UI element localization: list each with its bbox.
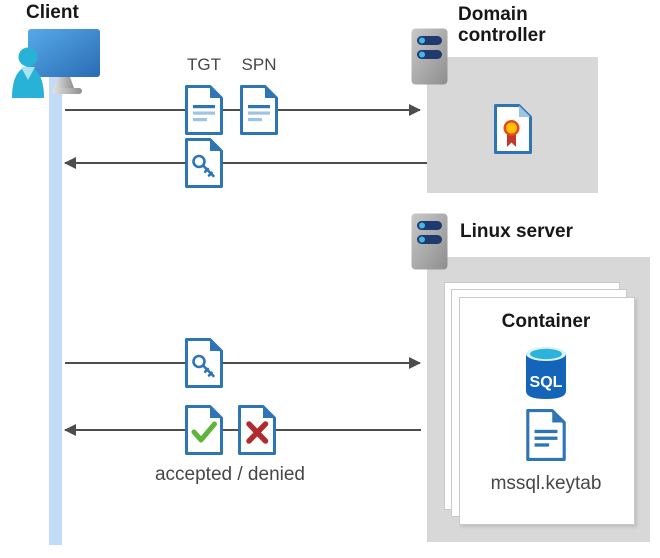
client-lifeline — [49, 74, 62, 545]
sql-database-icon: SQL — [526, 347, 566, 399]
key-document-icon — [185, 138, 223, 188]
keytab-filename-label: mssql.keytab — [490, 473, 602, 494]
accepted-check-document-icon — [185, 405, 223, 455]
tgt-label: TGT — [187, 55, 221, 74]
arrow-domain-controller-to-client — [64, 157, 427, 169]
client-person-monitor-icon — [12, 29, 100, 98]
linux-server-label: Linux server — [460, 221, 573, 242]
denied-x-document-icon — [238, 405, 276, 455]
domain-controller-label: Domain controller — [458, 4, 546, 46]
domain-controller-server-icon — [411, 28, 448, 85]
sql-text: SQL — [530, 374, 563, 391]
arrowhead-right-icon — [409, 104, 421, 116]
arrow-client-to-linux-server — [65, 357, 421, 369]
client-label: Client — [26, 2, 79, 23]
accepted-denied-label: accepted / denied — [154, 464, 305, 485]
tgt-document-icon — [185, 85, 223, 135]
key-document-icon — [185, 338, 223, 388]
spn-document-icon — [240, 85, 278, 135]
container-label: Container — [501, 311, 591, 332]
keytab-document-icon — [526, 409, 566, 461]
arrowhead-left-icon — [64, 424, 76, 436]
certificate-document-icon — [494, 104, 532, 154]
arrowhead-left-icon — [64, 157, 76, 169]
spn-label: SPN — [241, 55, 277, 74]
linux-server-icon — [411, 213, 448, 270]
arrowhead-right-icon — [409, 357, 421, 369]
